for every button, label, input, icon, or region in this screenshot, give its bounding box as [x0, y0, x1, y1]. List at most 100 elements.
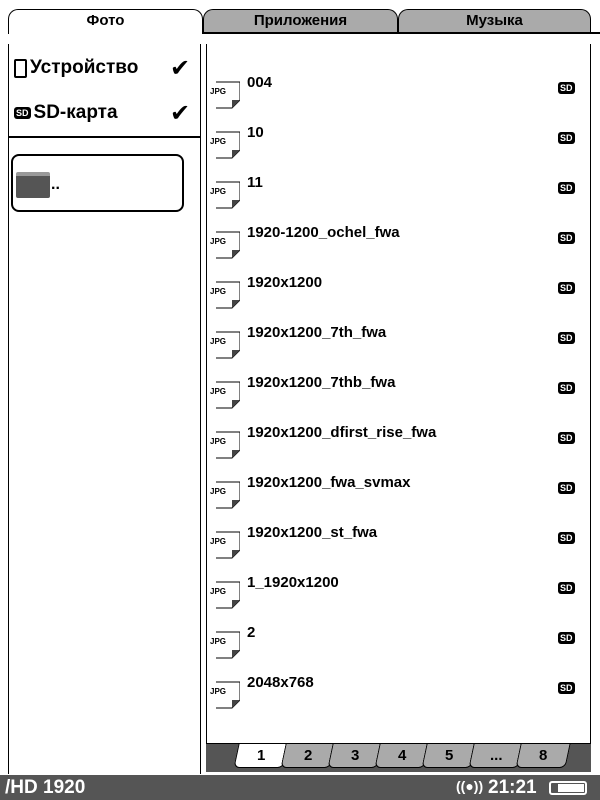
page-tab-4[interactable]: 4 — [374, 744, 430, 768]
status-bar: /HD 1920 ((●)) 21:21 — [0, 775, 600, 800]
sd-icon: SD — [558, 82, 575, 94]
svg-text:JPG: JPG — [210, 537, 226, 546]
file-name: 10 — [247, 124, 264, 141]
folder-label: .. — [51, 176, 60, 193]
tab-photo[interactable]: Фото — [8, 9, 203, 34]
page-tab-5[interactable]: 5 — [421, 744, 477, 768]
file-name: 004 — [247, 74, 273, 91]
file-item[interactable]: JPG 1920x1200_dfirst_rise_fwa SD — [210, 424, 585, 474]
page-label: 5 — [444, 747, 454, 764]
file-name: 1920x1200_st_fwa — [247, 524, 378, 541]
jpg-file-icon: JPG — [210, 681, 240, 709]
page-label: 2 — [303, 747, 313, 764]
pagination: 1 2 3 4 5... 8 — [206, 744, 591, 772]
file-name: 1920x1200_fwa_svmax — [247, 474, 411, 491]
file-item[interactable]: JPG 1920x1200_7thb_fwa SD — [210, 374, 585, 424]
svg-text:JPG: JPG — [210, 487, 226, 496]
page-label: 1 — [256, 747, 266, 764]
svg-text:JPG: JPG — [210, 437, 226, 446]
source-sd[interactable]: SD SD-карта — [14, 102, 118, 124]
checkmark-icon[interactable]: ✔ — [170, 55, 191, 82]
jpg-file-icon: JPG — [210, 431, 240, 459]
jpg-file-icon: JPG — [210, 531, 240, 559]
svg-text:JPG: JPG — [210, 87, 226, 96]
sd-icon: SD — [558, 532, 575, 544]
svg-text:JPG: JPG — [210, 587, 226, 596]
source-label: Устройство — [30, 57, 139, 78]
jpg-file-icon: JPG — [210, 631, 240, 659]
page-tab-1[interactable]: 1 — [233, 744, 289, 768]
wifi-icon: ((●)) — [456, 778, 484, 794]
folder-up-item[interactable]: .. — [11, 154, 184, 212]
file-item[interactable]: JPG 1920-1200_ochel_fwa SD — [210, 224, 585, 274]
page-tab-8[interactable]: 8 — [515, 744, 571, 768]
current-path: /HD 1920 — [5, 777, 86, 798]
file-item[interactable]: JPG 1920x1200 SD — [210, 274, 585, 324]
file-list-panel — [206, 44, 591, 744]
file-name: 1920-1200_ochel_fwa — [247, 224, 400, 241]
sd-icon: SD — [558, 282, 575, 294]
jpg-file-icon: JPG — [210, 81, 240, 109]
tab-music[interactable]: Музыка — [398, 9, 591, 33]
file-item[interactable]: JPG 1920x1200_st_fwa SD — [210, 524, 585, 574]
sd-icon: SD — [558, 382, 575, 394]
jpg-file-icon: JPG — [210, 231, 240, 259]
svg-text:JPG: JPG — [210, 137, 226, 146]
page-label: ... — [489, 747, 503, 764]
sd-icon: SD — [558, 132, 575, 144]
svg-text:JPG: JPG — [210, 287, 226, 296]
file-item[interactable]: JPG 10 SD — [210, 124, 585, 174]
page-label: 4 — [397, 747, 407, 764]
page-label: 3 — [350, 747, 360, 764]
file-item[interactable]: JPG 1920x1200_7th_fwa SD — [210, 324, 585, 374]
battery-fill — [558, 784, 584, 792]
source-device[interactable]: Устройство — [14, 57, 138, 79]
sd-icon: SD — [558, 682, 575, 694]
file-name: 1920x1200_7th_fwa — [247, 324, 387, 341]
svg-text:JPG: JPG — [210, 387, 226, 396]
sd-icon: SD — [558, 432, 575, 444]
page-tab-3[interactable]: 3 — [327, 744, 383, 768]
divider — [8, 136, 201, 138]
file-item[interactable]: JPG 1920x1200_fwa_svmax SD — [210, 474, 585, 524]
file-name: 1920x1200 — [247, 274, 323, 291]
sd-icon: SD — [558, 332, 575, 344]
checkmark-icon[interactable]: ✔ — [170, 100, 191, 127]
device-icon — [14, 58, 27, 78]
tab-divider — [203, 32, 600, 34]
sd-icon: SD — [558, 182, 575, 194]
file-name: 1920x1200_dfirst_rise_fwa — [247, 424, 437, 441]
svg-text:JPG: JPG — [210, 337, 226, 346]
sd-icon: SD — [558, 482, 575, 494]
file-name: 2048x768 — [247, 674, 314, 691]
file-item[interactable]: JPG 2 SD — [210, 624, 585, 674]
file-item[interactable]: JPG 1_1920x1200 SD — [210, 574, 585, 624]
file-name: 11 — [247, 174, 263, 191]
file-name: 2 — [247, 624, 256, 641]
source-panel — [8, 44, 201, 774]
file-name: 1920x1200_7thb_fwa — [247, 374, 396, 391]
jpg-file-icon: JPG — [210, 581, 240, 609]
jpg-file-icon: JPG — [210, 381, 240, 409]
jpg-file-icon: JPG — [210, 131, 240, 159]
page-tab-2[interactable]: 2 — [280, 744, 336, 768]
sd-icon: SD — [558, 232, 575, 244]
jpg-file-icon: JPG — [210, 481, 240, 509]
clock: 21:21 — [488, 777, 537, 798]
sd-icon: SD — [558, 632, 575, 644]
svg-text:JPG: JPG — [210, 637, 226, 646]
file-item[interactable]: JPG 11 SD — [210, 174, 585, 224]
source-label: SD-карта — [33, 102, 118, 123]
sd-icon: SD — [14, 107, 31, 119]
file-item[interactable]: JPG 004 SD — [210, 74, 585, 124]
jpg-file-icon: JPG — [210, 331, 240, 359]
file-name: 1_1920x1200 — [247, 574, 339, 591]
svg-text:JPG: JPG — [210, 237, 226, 246]
page-label: 8 — [538, 747, 548, 764]
sd-icon: SD — [558, 582, 575, 594]
jpg-file-icon: JPG — [210, 181, 240, 209]
page-tab-more[interactable]: ... — [468, 744, 524, 768]
tab-applications[interactable]: Приложения — [203, 9, 398, 33]
file-item[interactable]: JPG 2048x768 SD — [210, 674, 585, 724]
battery-icon — [549, 781, 587, 795]
